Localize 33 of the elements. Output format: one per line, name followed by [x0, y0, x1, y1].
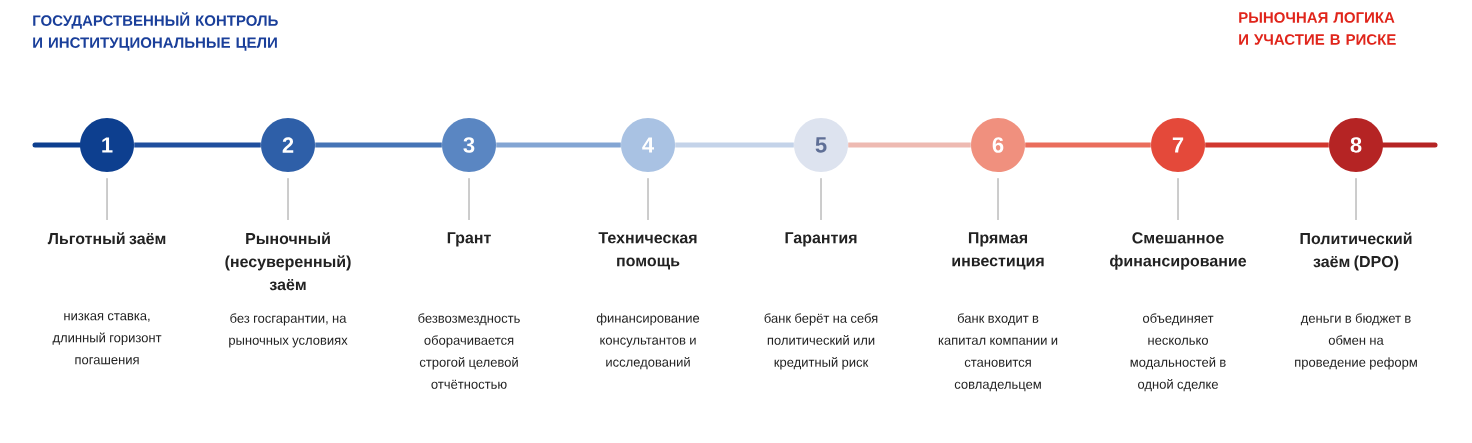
leader-line [820, 177, 822, 221]
option-title: Техническая помощь [598, 232, 697, 270]
option-description: объединяет несколько модальностей в одной сделке [1130, 313, 1226, 392]
leader-line [287, 177, 289, 221]
option-title: Смешанное финансирование [1110, 232, 1247, 270]
option-description: без госгарантии, на рыночных условиях [229, 313, 348, 348]
option-description: низкая ставка, длинный горизонт погашения [52, 313, 162, 365]
timeline-segment [1205, 142, 1329, 148]
option-description: банк берёт на себя политический или кредитный риск [764, 313, 878, 370]
option-title: Гарантия [785, 232, 857, 247]
option-title: Политический заём (DPO) [1300, 232, 1412, 271]
leader-line [1177, 177, 1179, 221]
leader-line [1355, 177, 1357, 221]
option-title: Рыночный (несуверенный) заём [225, 232, 351, 291]
option-description: банк входит в капитал компании и становится совладельцем [938, 313, 1058, 392]
timeline-segment [675, 142, 794, 148]
option-description: деньги в бюджет в обмен на проведение реформ [1295, 313, 1417, 370]
side-heading: РЫНОЧНАЯ ЛОГИКА И УЧАСТИЕ В РИСКЕ [1239, 12, 1396, 45]
timeline-segment [496, 142, 621, 148]
option-title: Прямая инвестиция [952, 232, 1044, 270]
option-description: безвозмездность оборачивается строгой целевой отчётностью [418, 313, 520, 389]
leader-line [468, 177, 470, 221]
timeline-segment [848, 142, 971, 148]
option-description: финансирование консультантов и исследований [596, 313, 700, 370]
leader-line [106, 177, 108, 221]
timeline-segment [134, 142, 261, 148]
timeline-segment [315, 142, 442, 148]
leader-line [997, 177, 999, 221]
option-title: Грант [447, 232, 491, 247]
option-title: Льготный заём [47, 232, 166, 245]
timeline-segment [1025, 142, 1151, 148]
side-heading: ГОСУДАРСТВЕННЫЙ КОНТРОЛЬ И ИНСТИТУЦИОНАЛЬНЫЕ ЦЕЛИ [33, 12, 278, 51]
leader-line [647, 177, 649, 221]
